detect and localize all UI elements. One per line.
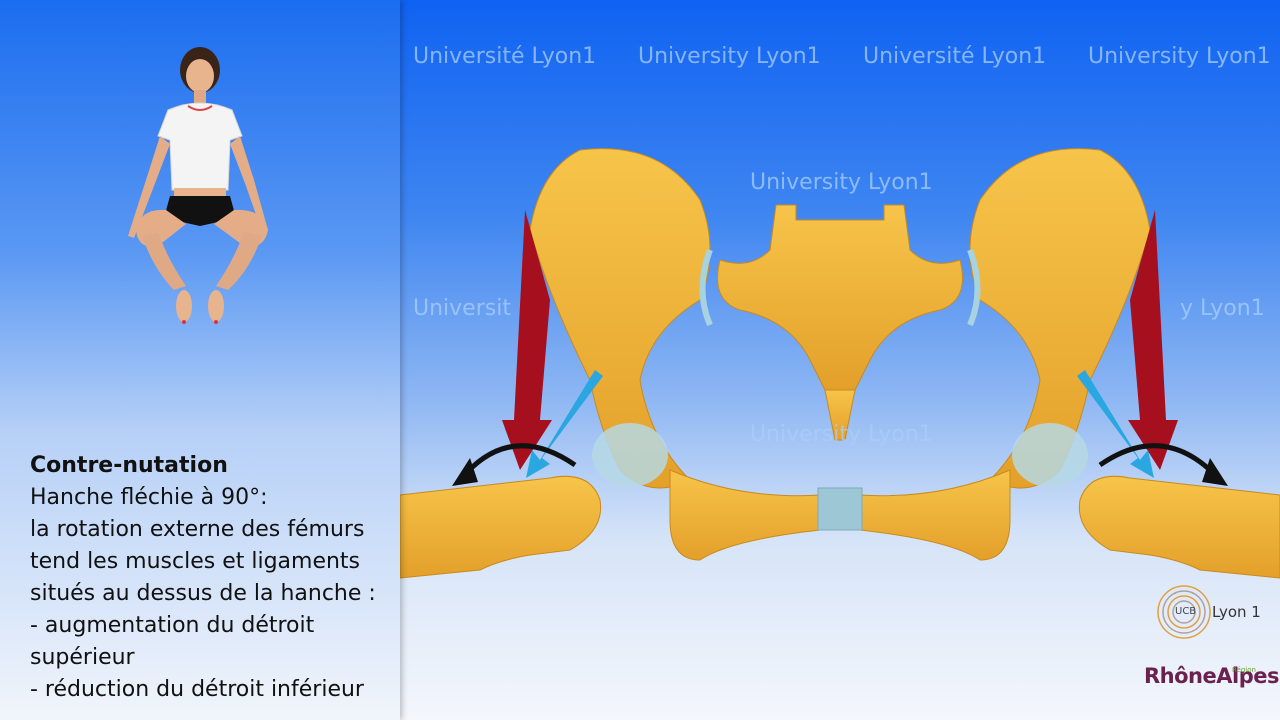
watermark: University Lyon1: [1088, 44, 1271, 69]
caption-line: supérieur: [30, 645, 135, 670]
lyon1-logo: [1157, 585, 1211, 639]
caption-line: la rotation externe des fémurs: [30, 517, 365, 542]
seated-woman-figure: [128, 47, 268, 324]
caption-block: Contre-nutation Hanche fléchie à 90°: la…: [30, 450, 400, 706]
pelvis-stage: [400, 0, 1280, 720]
left-panel: Contre-nutation Hanche fléchie à 90°: la…: [0, 0, 400, 720]
watermark: Universit: [413, 296, 511, 321]
lyon1-logo-text: Lyon 1: [1212, 603, 1261, 621]
caption-line: tend les muscles et ligaments: [30, 549, 361, 574]
caption-line: situés au dessus de la hanche :: [30, 581, 376, 606]
pelvis-illustration: [400, 148, 1280, 579]
region-label: Région: [1232, 666, 1256, 674]
caption-line: - réduction du détroit inférieur: [30, 677, 364, 702]
caption-line: Hanche fléchie à 90°:: [30, 485, 268, 510]
watermark: University Lyon1: [750, 422, 933, 447]
caption-line: - augmentation du détroit: [30, 613, 315, 638]
watermark: y Lyon1: [1180, 296, 1265, 321]
watermark: Université Lyon1: [863, 44, 1047, 69]
watermark: University Lyon1: [750, 170, 933, 195]
caption-title: Contre-nutation: [30, 453, 228, 478]
watermark: University Lyon1: [638, 44, 821, 69]
ucb-mark: UCB: [1175, 606, 1197, 617]
rhone-alpes-logo: RhôneAlpes: [1144, 664, 1279, 688]
watermark: Université Lyon1: [413, 44, 597, 69]
